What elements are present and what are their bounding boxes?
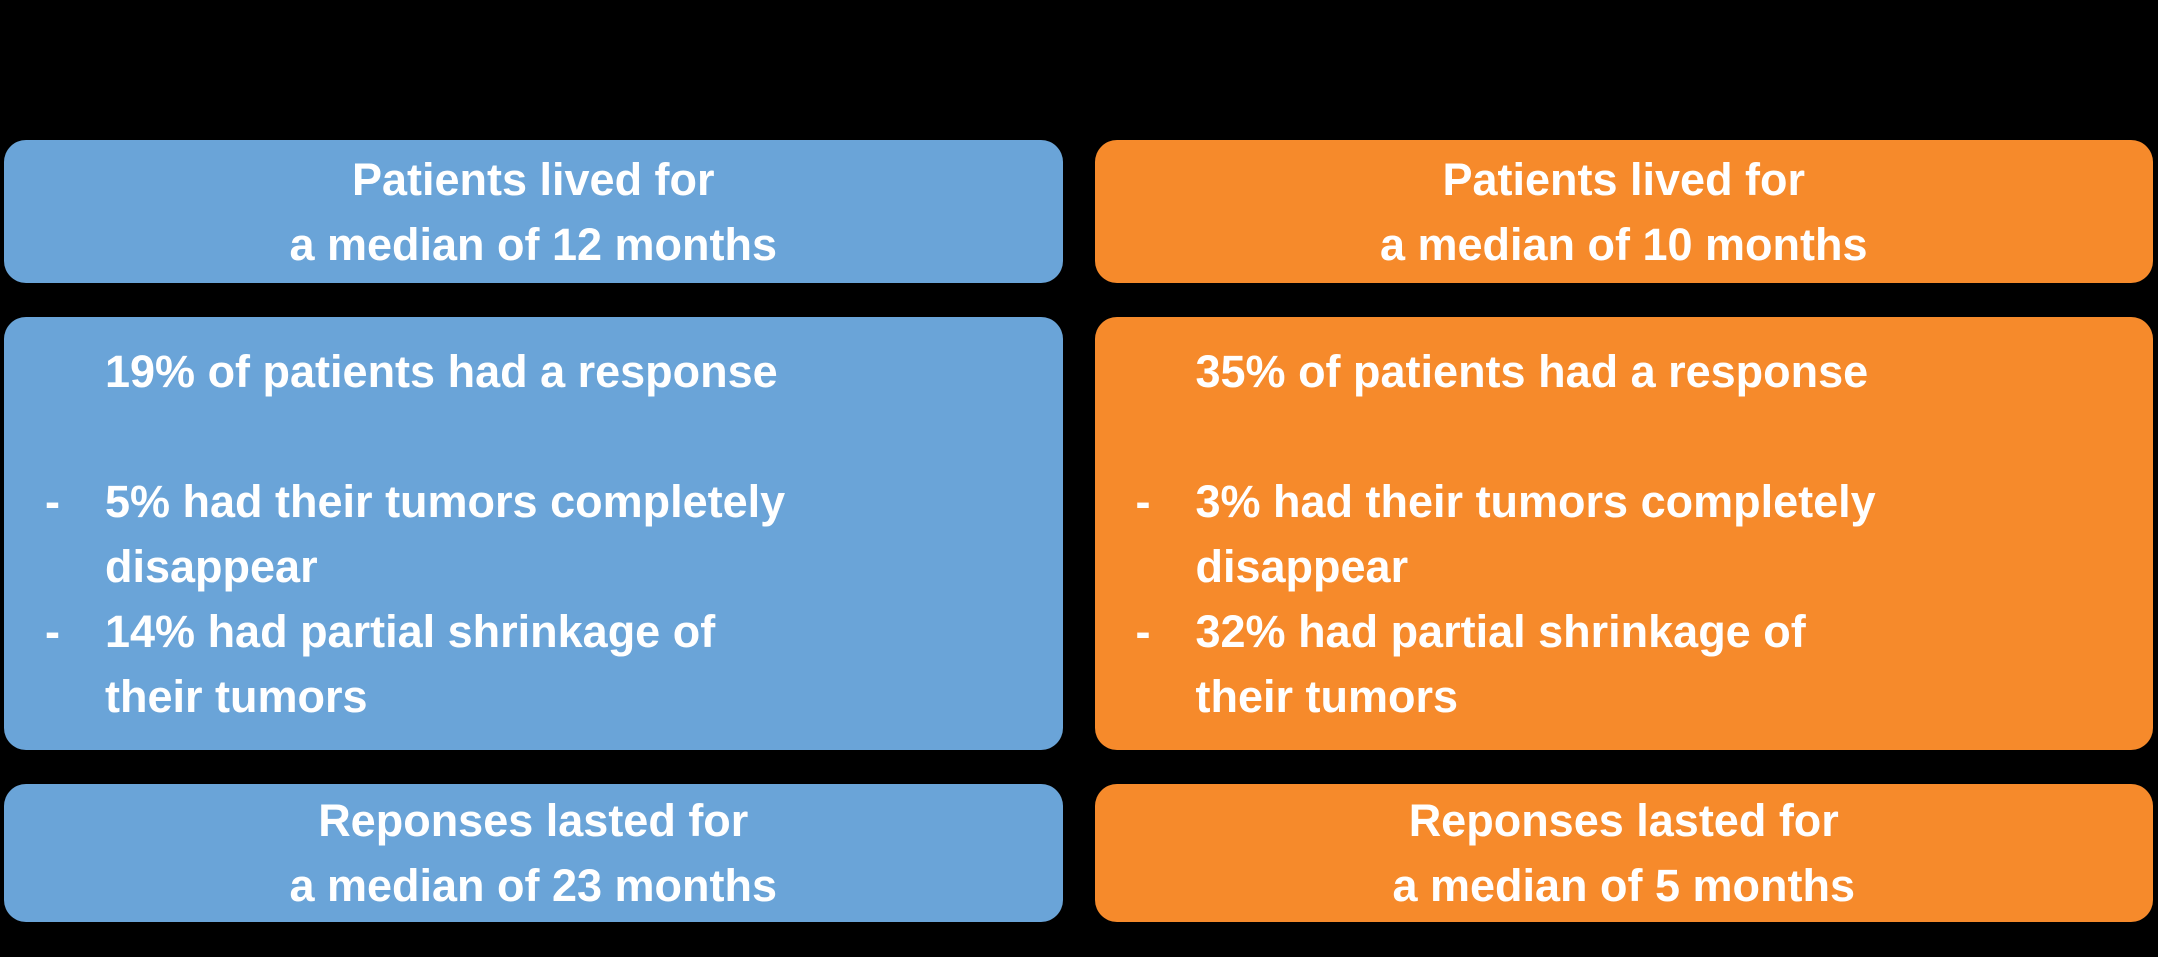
column-right-orange: Patients lived for a median of 10 months… (1094, 140, 2153, 957)
response-card-right: 35% of patients had a response - 3% had … (1094, 317, 2153, 750)
column-left-blue: Patients lived for a median of 12 months… (4, 140, 1063, 957)
bullet-line: 5% had their tumors completely (105, 475, 786, 527)
bullet-line: disappear (105, 540, 318, 592)
response-headline: 19% of patients had a response (105, 345, 778, 397)
response-bullet: - 5% had their tumors completely disappe… (45, 469, 1023, 599)
survival-line: a median of 10 months (1379, 218, 1868, 270)
survival-line: a median of 12 months (289, 218, 778, 270)
bullet-line: 32% had partial shrinkage of (1195, 605, 1806, 657)
bullet-dash: - (45, 475, 60, 527)
duration-line: a median of 5 months (1392, 860, 1856, 911)
bullet-dash: - (1135, 475, 1151, 527)
bullet-line: 3% had their tumors completely (1195, 475, 1876, 527)
bullet-line: their tumors (1195, 670, 1459, 722)
response-bullet: - 14% had partial shrinkage of their tum… (45, 599, 1023, 729)
survival-line: Patients lived for (351, 153, 715, 205)
response-bullet: - 32% had partial shrinkage of their tum… (1136, 599, 2114, 729)
survival-card-left: Patients lived for a median of 12 months (4, 140, 1063, 283)
response-bullet-list: - 5% had their tumors completely disappe… (45, 469, 1023, 729)
duration-line: Reponses lasted for (1408, 795, 1839, 846)
bullet-dash: - (45, 605, 60, 657)
response-headline: 35% of patients had a response (1195, 345, 1869, 397)
survival-line: Patients lived for (1442, 153, 1806, 205)
duration-card-left: Reponses lasted for a median of 23 month… (4, 784, 1063, 922)
duration-card-right: Reponses lasted for a median of 5 months (1094, 784, 2153, 922)
response-bullet: - 3% had their tumors completely disappe… (1136, 469, 2114, 599)
bullet-dash: - (1135, 605, 1151, 657)
survival-card-right: Patients lived for a median of 10 months (1094, 140, 2153, 283)
bullet-line: disappear (1195, 540, 1409, 592)
duration-line: Reponses lasted for (318, 795, 749, 846)
duration-line: a median of 23 months (289, 860, 778, 911)
bullet-line: their tumors (105, 670, 368, 722)
response-bullet-list: - 3% had their tumors completely disappe… (1136, 469, 2114, 729)
response-card-left: 19% of patients had a response - 5% had … (4, 317, 1063, 750)
bullet-line: 14% had partial shrinkage of (105, 605, 716, 657)
